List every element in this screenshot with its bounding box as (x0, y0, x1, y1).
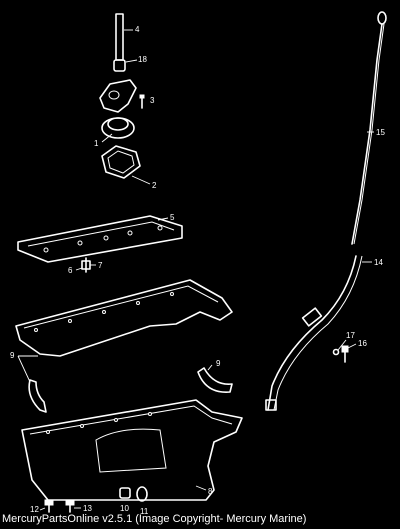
part-16-17-washer-screw (332, 339, 357, 363)
callout-6: 6 (68, 266, 73, 275)
part-1-oil-pump (99, 79, 137, 143)
callout-3: 3 (150, 96, 155, 105)
callout-17: 17 (346, 331, 355, 340)
callout-13: 13 (83, 504, 92, 513)
part-4-pickup-tube (115, 13, 133, 61)
part-11-drain-gasket (136, 486, 148, 502)
part-18-bushing (113, 59, 138, 72)
callout-14: 14 (374, 258, 383, 267)
part-6-7-nut-stud (75, 257, 96, 273)
callout-7: 7 (98, 261, 103, 270)
callout-16: 16 (358, 339, 367, 348)
part-9-pan-gaskets (15, 279, 233, 413)
part-15-dipstick (351, 11, 387, 245)
callout-4: 4 (135, 25, 140, 34)
part-10-drain-plug (119, 487, 131, 499)
callout-8: 8 (208, 487, 213, 496)
part-12-13-pan-screws (39, 499, 81, 513)
callout-labels: 4 18 3 1 2 15 5 6 7 14 9 9 17 16 8 10 11… (10, 25, 385, 516)
callout-9-left: 9 (10, 351, 15, 360)
callout-9-right: 9 (216, 359, 221, 368)
callout-11: 11 (140, 507, 149, 516)
part-14-dipstick-tube (265, 255, 372, 411)
part-8-oil-pan (21, 399, 243, 501)
copyright-footer: MercuryPartsOnline v2.5.1 (Image Copyrig… (2, 513, 307, 525)
callout-18: 18 (138, 55, 147, 64)
callout-10: 10 (120, 504, 129, 513)
callout-15: 15 (376, 128, 385, 137)
part-3-screw (139, 94, 145, 109)
part-2-pump-gasket (101, 145, 151, 185)
callout-5: 5 (170, 213, 175, 222)
callout-12: 12 (30, 505, 39, 514)
callout-1: 1 (94, 139, 99, 148)
callout-2: 2 (152, 181, 157, 190)
part-5-windage-tray (17, 215, 183, 263)
